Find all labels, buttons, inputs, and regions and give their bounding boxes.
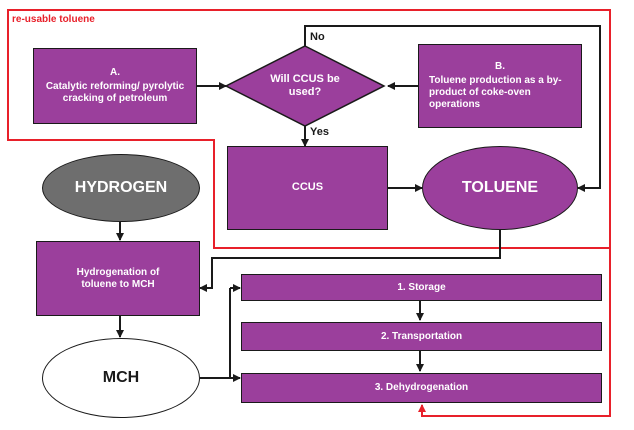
storage-box: 1. Storage <box>241 274 602 301</box>
source-a-letter: A. <box>110 67 120 78</box>
source-a-text: Catalytic reforming/ pyrolytic cracking … <box>45 81 185 104</box>
no-label: No <box>310 31 325 43</box>
source-b-letter: B. <box>495 61 505 72</box>
source-b-text: Toluene production as a by-product of co… <box>429 75 562 110</box>
decision-text: Will CCUS be used? <box>270 72 340 98</box>
decision-diamond <box>224 45 386 127</box>
mch-ellipse: MCH <box>42 338 200 418</box>
edge-toluene-to-hydrogenation <box>199 230 501 292</box>
edge-no-to-toluene <box>304 25 601 192</box>
ccus-box: CCUS <box>227 146 388 230</box>
transportation-box: 2. Transportation <box>241 322 602 351</box>
edge-mch-to-steps <box>200 288 231 379</box>
reusable-toluene-label: re-usable toluene <box>12 14 95 25</box>
reusable-loop-boundary <box>7 9 611 249</box>
yes-label: Yes <box>310 126 329 138</box>
hydrogen-ellipse: HYDROGEN <box>42 154 200 222</box>
dehydrogenation-box: 3. Dehydrogenation <box>241 373 602 403</box>
toluene-ellipse: TOLUENE <box>422 146 578 230</box>
hydrogenation-box: Hydrogenation of toluene to MCH <box>36 241 200 316</box>
source-b-box: B. Toluene production as a by-product of… <box>418 44 582 128</box>
source-a-box: A. Catalytic reforming/ pyrolytic cracki… <box>33 48 197 124</box>
reusable-return-line <box>418 248 611 417</box>
